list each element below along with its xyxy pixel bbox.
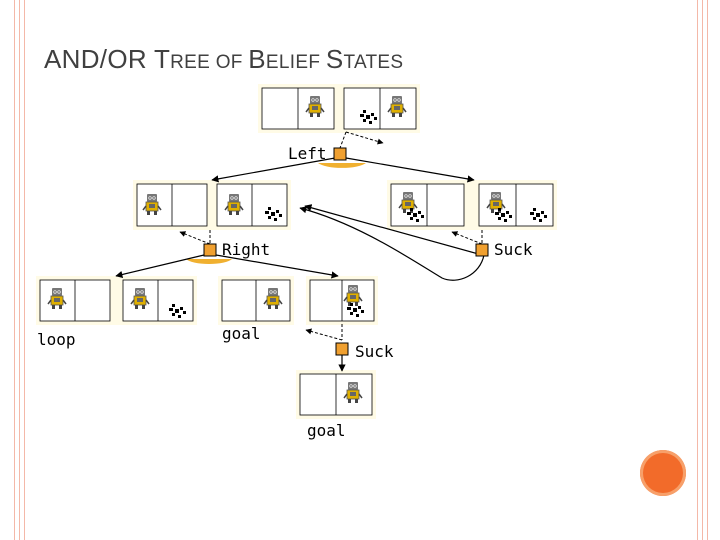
action-label-left: Left bbox=[288, 144, 327, 163]
edge-curved bbox=[299, 206, 485, 281]
edge-dashed bbox=[179, 231, 211, 245]
result-label-goal: goal bbox=[307, 421, 346, 440]
belief-state-root bbox=[258, 84, 420, 133]
edge-dashed bbox=[345, 131, 384, 145]
result-label-goal: goal bbox=[222, 324, 261, 343]
edge-dashed bbox=[339, 131, 347, 149]
edge bbox=[115, 254, 205, 278]
edge-dashed bbox=[451, 231, 483, 245]
rail-line bbox=[14, 0, 15, 540]
rail-line bbox=[707, 0, 708, 540]
rail-line bbox=[702, 0, 703, 540]
edge bbox=[345, 157, 475, 183]
belief-state-other bbox=[387, 180, 557, 230]
belief-state-after-right-suck bbox=[306, 276, 378, 325]
and-arc bbox=[318, 163, 366, 168]
belief-state-goal-2 bbox=[296, 370, 376, 419]
edge bbox=[304, 204, 483, 256]
slide-title: AND/OR TREE OF BELIEF STATES bbox=[44, 44, 404, 74]
action-label-suck-bottom: Suck bbox=[355, 342, 394, 361]
action-label-suck: Suck bbox=[494, 240, 533, 259]
belief-state-loop bbox=[36, 276, 197, 325]
belief-state-after-left bbox=[133, 180, 291, 230]
edge bbox=[215, 254, 339, 279]
action-node-icon bbox=[203, 243, 217, 257]
rail-line bbox=[697, 0, 698, 540]
orange-circle-icon bbox=[640, 450, 686, 496]
belief-state-goal-1 bbox=[218, 276, 294, 325]
result-label-loop: loop bbox=[37, 330, 76, 349]
action-node-icon bbox=[475, 243, 489, 257]
action-node-icon bbox=[335, 342, 349, 356]
and-arc bbox=[186, 259, 232, 265]
rail-line bbox=[24, 0, 25, 540]
edge-dashed bbox=[305, 328, 343, 341]
rail-line bbox=[19, 0, 20, 540]
action-label-right: Right bbox=[222, 240, 271, 259]
action-node-icon bbox=[333, 147, 347, 161]
edge bbox=[211, 157, 336, 183]
